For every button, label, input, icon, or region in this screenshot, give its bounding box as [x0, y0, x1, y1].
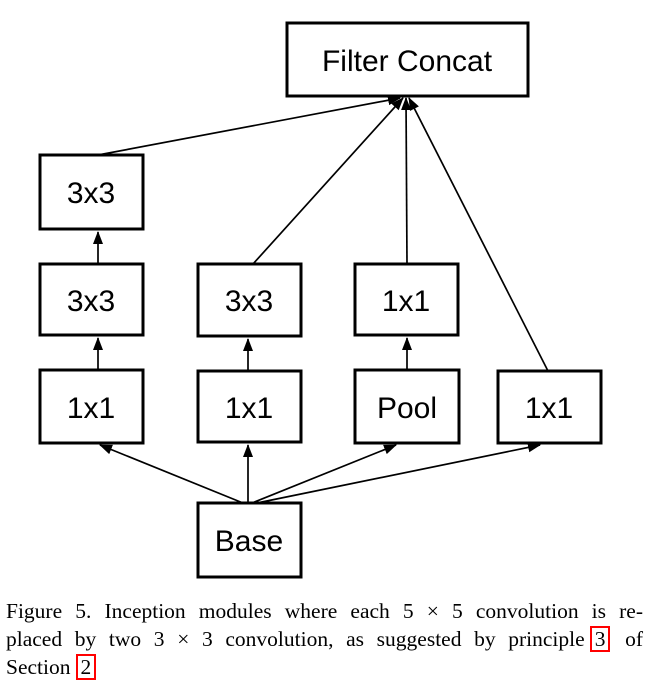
node-boxes: [38, 21, 603, 579]
label-conv1x1-mid: 1x1: [225, 392, 273, 425]
label-conv3x3-mid: 3x3: [225, 285, 273, 318]
node-base: [196, 501, 303, 579]
node-conv3x3-mid: [196, 262, 303, 338]
edge-arrows: [93, 95, 549, 504]
caption-line-2: placed by two 3 × 3 convolution, as sugg…: [6, 625, 643, 653]
label-conv1x1-left: 1x1: [67, 392, 115, 425]
edge-base-to-pool: [251, 444, 397, 504]
reference-link-principle-3[interactable]: 3: [589, 626, 611, 652]
node-conv1x1-right: [496, 369, 603, 445]
node-pool: [353, 368, 461, 445]
node-conv1x1-pool-top: [353, 262, 460, 337]
label-pool: Pool: [377, 392, 437, 425]
node-filter-concat: [285, 21, 530, 98]
node-labels: Filter Concat 3x3 3x3 1x1 3x3 1x1 1x1 Po…: [67, 45, 573, 558]
label-filter-concat: Filter Concat: [322, 45, 493, 78]
caption-text-3: Section: [6, 655, 71, 679]
node-conv3x3-stack-mid: [38, 262, 145, 337]
caption-text-1: Figure 5. Inception modules where each 5…: [6, 599, 643, 623]
inception-module-diagram: Filter Concat 3x3 3x3 1x1 3x3 1x1 1x1 Po…: [38, 21, 603, 579]
caption-line-1: Figure 5. Inception modules where each 5…: [6, 597, 643, 625]
caption-text-2a: placed by two 3 × 3 convolution, as sugg…: [6, 627, 585, 651]
label-conv1x1-right: 1x1: [525, 392, 573, 425]
label-conv1x1-pool-top: 1x1: [382, 285, 430, 318]
edge-conv1x1right-to-concat: [408, 97, 549, 372]
edge-conv3x3top-to-concat: [97, 95, 401, 156]
figure-caption: Figure 5. Inception modules where each 5…: [6, 597, 643, 681]
edge-conv1x1pooltop-to-concat: [401, 97, 412, 265]
label-conv3x3-stack-top: 3x3: [67, 177, 115, 210]
label-base: Base: [215, 525, 283, 558]
node-conv1x1-left: [38, 368, 145, 445]
edge-base-to-conv1x1right: [256, 442, 541, 504]
edge-conv3x3mid-to-concat: [252, 97, 404, 265]
reference-link-section-2[interactable]: 2: [75, 654, 97, 680]
edge-base-to-conv1x1left: [99, 444, 244, 504]
node-conv3x3-stack-top: [38, 153, 145, 231]
label-conv3x3-stack-mid: 3x3: [67, 285, 115, 318]
node-conv1x1-mid: [196, 369, 303, 444]
caption-text-2b: of: [625, 627, 644, 651]
